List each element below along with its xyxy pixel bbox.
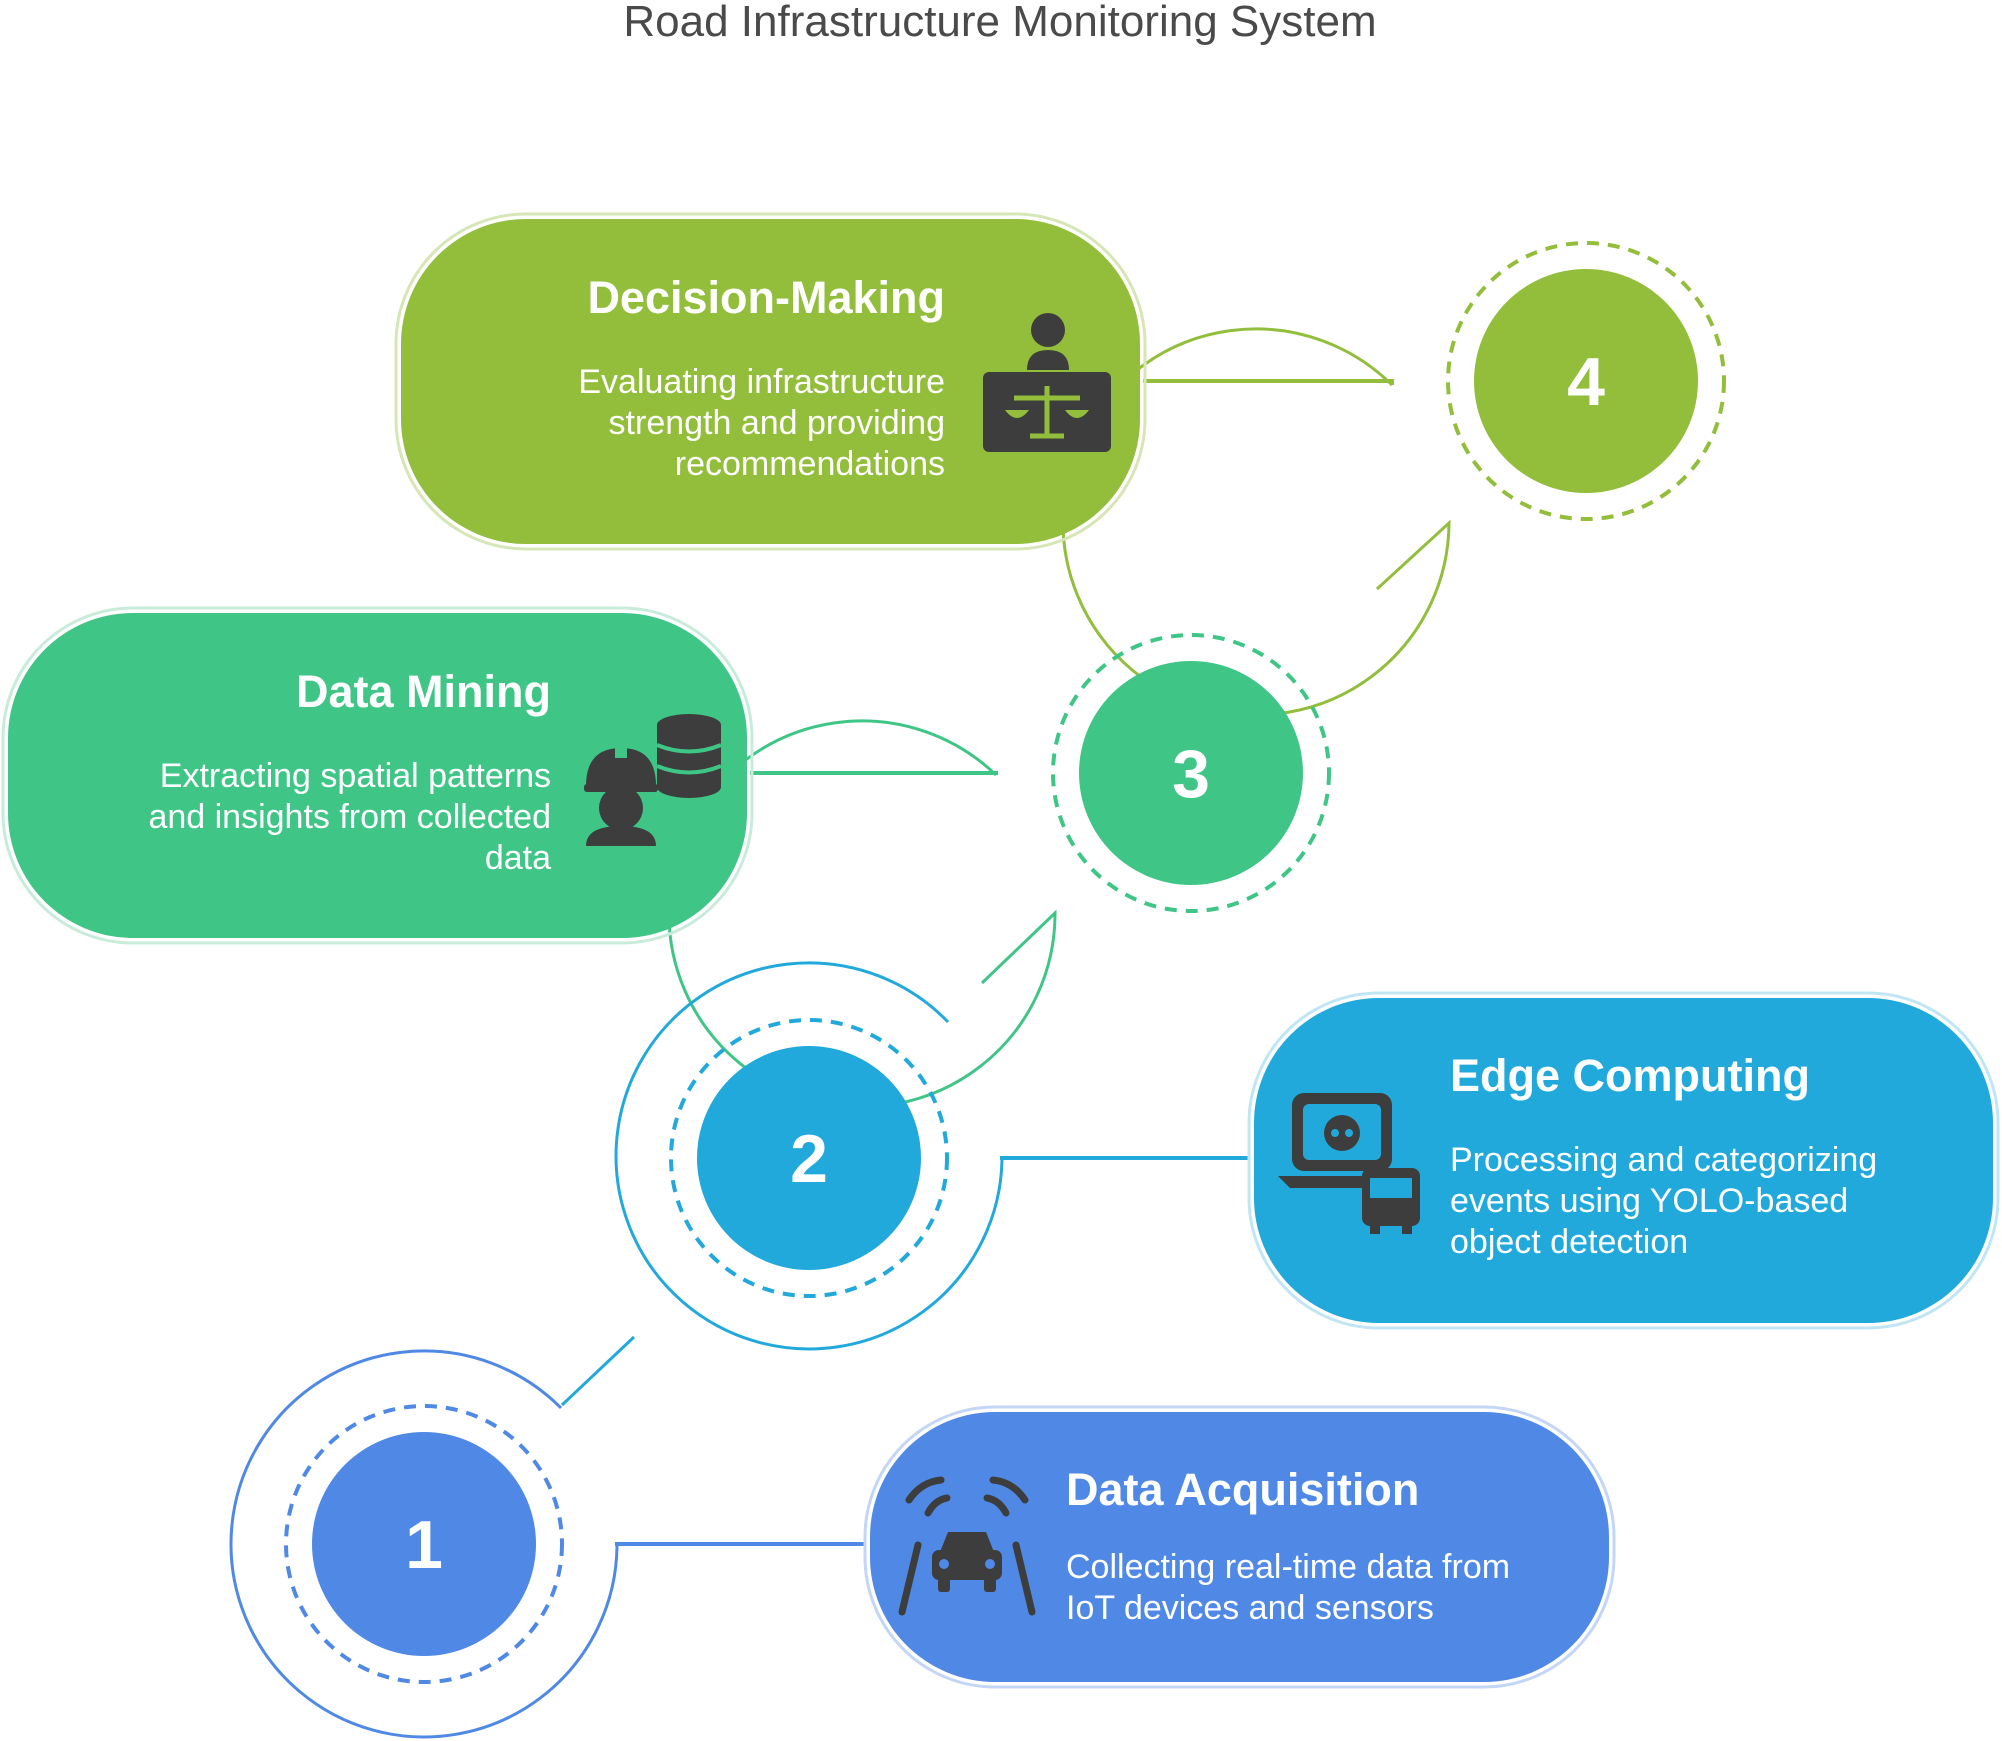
diagram-title: Road Infrastructure Monitoring System xyxy=(623,0,1376,46)
car-signal-icon xyxy=(898,1476,1036,1616)
step-1-desc-line-2: IoT devices and sensors xyxy=(1066,1589,1434,1627)
step-1-dashed-ring xyxy=(284,1404,564,1684)
step-1: 1 Data Acquisition Collecting real-time … xyxy=(229,1349,1616,1739)
worker-database-icon xyxy=(584,714,722,846)
step-3-desc-line-1: Extracting spatial patterns xyxy=(160,757,551,795)
step-4-desc-line-1: Evaluating infrastructure xyxy=(578,363,945,401)
step-3-circle xyxy=(1079,661,1303,885)
step-3-card-outline xyxy=(1,606,754,945)
step-4-connector xyxy=(1143,379,1394,385)
step-1-outer-ring xyxy=(229,1349,619,1739)
step-2-desc-line-1: Processing and categorizing xyxy=(1450,1141,1877,1179)
judge-scales-icon xyxy=(983,313,1111,452)
step-1-desc-line-1: Collecting real-time data from xyxy=(1066,1548,1510,1586)
step-1-number: 1 xyxy=(405,1507,443,1583)
step-3-connector xyxy=(750,771,998,775)
step-1-title: Data Acquisition xyxy=(1066,1464,1419,1515)
step-2-dashed-ring xyxy=(669,1018,949,1298)
step-2-tail xyxy=(560,1335,636,1407)
step-1-connector xyxy=(615,1542,865,1546)
step-3-number: 3 xyxy=(1172,736,1210,812)
step-4-card xyxy=(401,219,1140,544)
step-2: 2 Edge Computing Processing and categori… xyxy=(560,961,2000,1407)
step-2-circle xyxy=(697,1046,921,1270)
step-1-circle xyxy=(312,1432,536,1656)
step-2-desc-line-3: object detection xyxy=(1450,1223,1688,1261)
step-2-number: 2 xyxy=(790,1121,828,1197)
step-3-card xyxy=(8,613,747,938)
step-4-desc-line-2: strength and providing xyxy=(609,404,945,442)
step-4-desc-line-3: recommendations xyxy=(675,445,945,483)
step-2-desc-line-2: events using YOLO-based xyxy=(1450,1182,1848,1220)
laptop-bus-icon xyxy=(1278,1093,1420,1234)
step-2-card-outline xyxy=(1247,991,2000,1330)
step-3-dashed-ring xyxy=(1051,633,1331,913)
step-1-card xyxy=(870,1412,1609,1682)
step-3-outer-ring xyxy=(667,719,1057,1109)
step-1-card-outline xyxy=(863,1405,1616,1689)
step-3: 3 Data Mining Extracting spatial pattern… xyxy=(1,606,1331,1109)
step-3-desc-line-3: data xyxy=(485,839,551,877)
step-4: 4 Decision-Making Evaluating infrastruct… xyxy=(394,212,1726,717)
step-2-connector xyxy=(1000,1156,1250,1160)
step-2-card xyxy=(1254,998,1993,1323)
step-4-circle xyxy=(1474,269,1698,493)
step-4-number: 4 xyxy=(1567,344,1605,420)
step-2-title: Edge Computing xyxy=(1450,1050,1810,1101)
step-4-outer-ring xyxy=(1061,327,1451,717)
step-4-dashed-ring xyxy=(1446,241,1726,521)
step-3-desc-line-2: and insights from collected xyxy=(148,798,551,836)
step-3-title: Data Mining xyxy=(296,666,551,717)
step-2-outer-ring xyxy=(614,961,1004,1351)
step-4-card-outline xyxy=(394,212,1147,551)
step-4-title: Decision-Making xyxy=(587,272,945,323)
